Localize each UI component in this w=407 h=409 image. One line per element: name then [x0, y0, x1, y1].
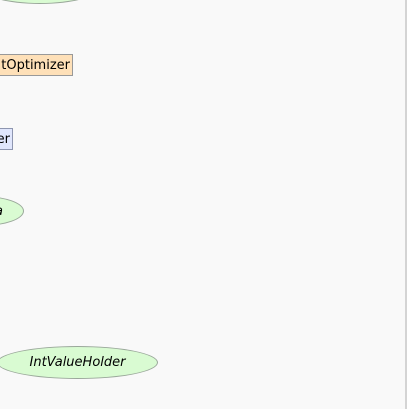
diagram-node-a-label: a — [0, 205, 3, 218]
diagram-node-er[interactable]: er — [0, 128, 13, 150]
scrollbar-edge[interactable] — [405, 0, 407, 409]
diagram-node-optimizer[interactable]: tOptimizer — [0, 54, 73, 76]
diagram-node-a[interactable]: a — [0, 196, 24, 226]
diagram-node-intvalueholder[interactable]: IntValueHolder — [0, 346, 158, 379]
diagram-node-top-ellipse[interactable] — [0, 0, 100, 4]
